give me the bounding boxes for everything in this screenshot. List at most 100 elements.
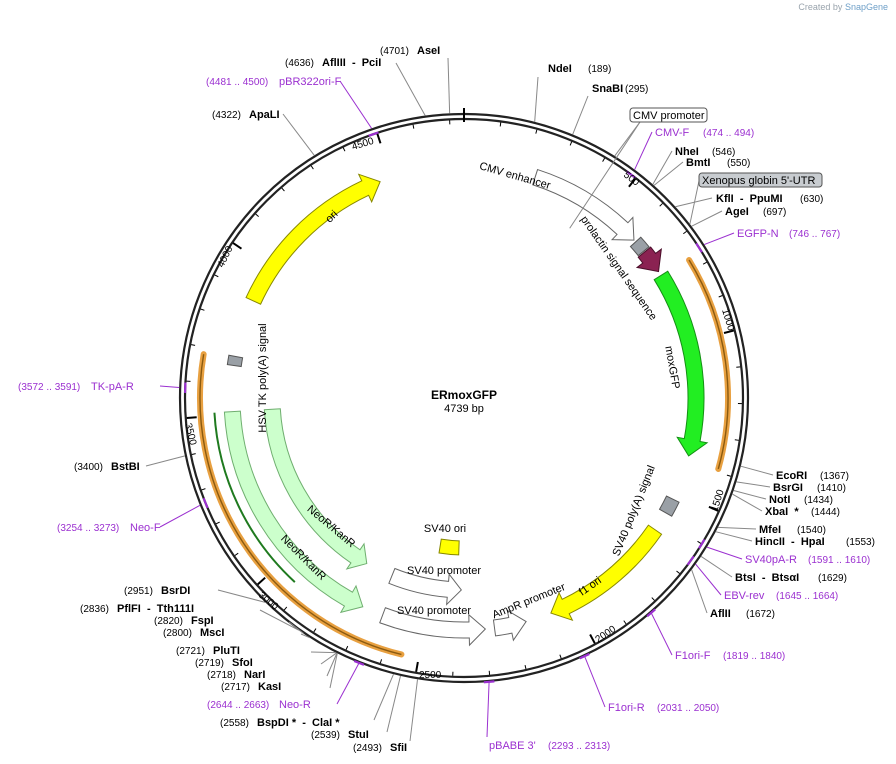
site-name: BsrGI	[773, 482, 803, 494]
primer-site-mark	[686, 555, 695, 566]
site-pos: (1629)	[818, 573, 847, 584]
site-name: PluTI	[213, 645, 240, 657]
site-pluti: (2721)PluTI	[176, 645, 240, 657]
site-pos: (2558)	[220, 718, 249, 729]
site-pos: (630)	[800, 194, 823, 205]
site-msci: (2800)MscI	[163, 627, 224, 639]
site-leader	[717, 526, 757, 530]
feature-moxgfp	[653, 270, 709, 457]
callout-cmv-promoter: CMV promoter	[629, 107, 708, 123]
site-leader	[447, 57, 451, 114]
minor-tick	[734, 439, 739, 441]
site-snabi: SnaBI(295)	[592, 83, 648, 95]
site-name: SnaBI	[592, 83, 623, 95]
site-name: HincII - HpaI	[755, 536, 825, 548]
site-name: BsrDI	[161, 585, 190, 597]
plasmid-size: 4739 bp	[444, 403, 484, 415]
site-pos: (189)	[588, 64, 611, 75]
site-leader	[373, 673, 394, 721]
minor-tick	[659, 203, 663, 207]
site-sfii: (2493) SfiI	[353, 742, 407, 754]
site-pos: (2800)	[163, 628, 192, 639]
site-ndei: NdeI (189)	[548, 63, 611, 75]
site-leader	[572, 95, 589, 135]
site-name: NdeI	[548, 63, 572, 75]
site-bspdi-clai: (2558)BspDI * - ClaI *	[220, 717, 340, 729]
feature-label-sv40-promoter-1: SV40 promoter	[407, 565, 481, 577]
minor-tick	[535, 129, 538, 134]
minor-tick	[214, 274, 219, 278]
primer-leader	[339, 80, 373, 129]
primer-range: (2644 .. 2663)	[207, 700, 269, 711]
site-name: BstBI	[111, 461, 140, 473]
tick-label-4000: 4000	[216, 244, 236, 269]
site-leader	[740, 465, 774, 476]
primer-site-mark	[579, 652, 590, 660]
site-name: XbaI *	[765, 506, 799, 518]
site-noti: NotI(1434)	[769, 494, 833, 506]
feature-ampr-promoter	[492, 609, 527, 642]
minor-tick	[310, 165, 314, 170]
site-name: SfiI	[390, 742, 407, 754]
site-pos: (1672)	[746, 609, 775, 620]
site-pos: (1434)	[804, 495, 833, 506]
primer-leader	[584, 656, 606, 708]
site-fspi: (2820)FspI	[154, 615, 214, 627]
primer-range: (3572 .. 3591)	[18, 382, 80, 393]
site-pos: (4322)	[212, 110, 241, 121]
site-pos: (1410)	[817, 483, 846, 494]
site-name: AgeI	[725, 206, 749, 218]
callout-label: Xenopus globin 5'-UTR	[702, 175, 815, 187]
site-pos: (2820)	[154, 616, 183, 627]
primer-range: (2293 .. 2313)	[548, 741, 610, 752]
feature-sv40-promoter-outer	[379, 607, 487, 647]
site-afliii-pcii: (4636)AflIII - PciI	[285, 57, 381, 69]
primer-site-mark	[646, 608, 656, 618]
site-leader	[310, 651, 336, 654]
feature-sv40-ori	[438, 538, 460, 556]
feature-neor-outer	[223, 410, 364, 614]
tick-mark	[589, 634, 596, 644]
tick-mark	[376, 133, 382, 144]
plasmid-name: ERmoxGFP	[431, 388, 497, 402]
feature-signal-peptide	[635, 246, 662, 273]
feature-f1-ori	[550, 524, 663, 622]
created-by-credit: Created by SnapGene	[798, 2, 888, 12]
tick-label-500: 500	[621, 170, 641, 189]
site-pos: (2493)	[353, 743, 382, 754]
minor-tick	[524, 664, 527, 670]
feature-neor-strand-line	[213, 412, 296, 583]
site-leader	[217, 589, 266, 603]
minor-tick	[191, 344, 196, 346]
feature-cmv-enhancer	[532, 168, 635, 241]
site-leader	[395, 62, 426, 116]
feature-label-moxgfp: moxGFP	[662, 345, 681, 390]
site-name: BmtI	[686, 157, 710, 169]
site-pos: (4701)	[380, 46, 409, 57]
site-leader	[733, 489, 767, 500]
site-pos: (4636)	[285, 58, 314, 69]
orf-bands	[197, 257, 731, 658]
site-pos: (3400)	[74, 462, 103, 473]
primer-sv40pa-r: SV40pA-R(1591 .. 1610)	[745, 554, 870, 566]
site-pos: (2951)	[124, 586, 153, 597]
primer-cmv-f: CMV-F(474 .. 494)	[655, 127, 754, 139]
primer-range: (1645 .. 1664)	[776, 591, 838, 602]
site-leader	[653, 161, 684, 186]
primer-site-mark	[695, 242, 703, 253]
primer-site-mark	[353, 659, 365, 666]
site-leader	[282, 113, 315, 156]
minor-tick	[201, 488, 206, 491]
tick-mark	[708, 505, 719, 512]
site-pos: (2719)	[195, 658, 224, 669]
primer-name: EGFP-N	[737, 228, 779, 240]
site-pos: (295)	[625, 84, 648, 95]
site-leader	[715, 531, 753, 542]
minor-tick	[683, 230, 687, 235]
primer-f1ori-r: F1ori-R(2031 .. 2050)	[608, 702, 719, 714]
primer-name: F1ori-R	[608, 702, 645, 714]
orf-band-moxgfp-core	[688, 259, 729, 470]
primer-site-mark	[698, 538, 706, 549]
tick-mark	[232, 242, 243, 250]
primer-name: Neo-F	[130, 522, 161, 534]
